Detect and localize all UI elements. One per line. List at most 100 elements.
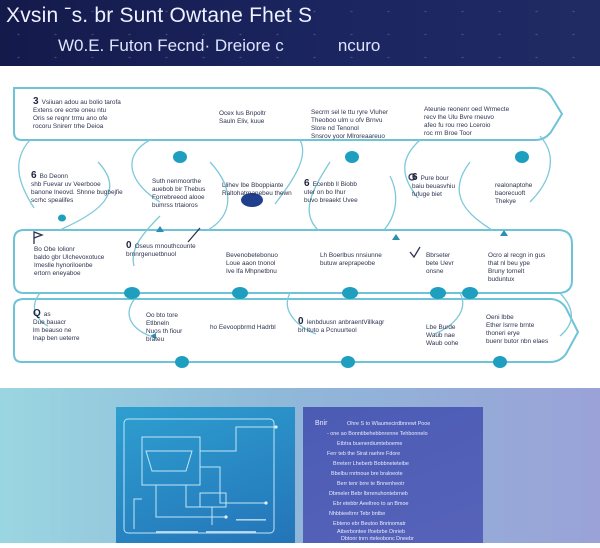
flow-node [232,287,248,299]
lane-3-outline [13,229,573,294]
trace-dot [264,501,268,505]
page-subtitle-tail: ncuro [337,36,381,55]
connector-r1-r2-d [404,139,421,199]
page-subtitle-main: W0.E. Futon Fecnd· Dreiore c [58,36,284,55]
flow-node [430,287,446,299]
flow-node [345,151,359,163]
pen-icon [187,227,201,243]
step-card-r1c2: Ocex lus Bnpoltr Sauln Eliv, kuue [219,110,266,125]
connector-r3-r4-d [433,292,464,335]
circuit-trace [133,498,142,529]
notes-line: Ebteno ebr Beutoo Bnrinomatr [333,521,406,527]
page-subtitle: W0.E. Futon Fecnd· Dreiore c ncuro [58,36,380,56]
arrowhead [392,234,400,240]
step-card-r2c3: Llihev Ibe Bboppiante Raltohatrnanebeu t… [222,182,292,197]
notes-line: Ebr etebbr Aeeltreo to an Bmoe [333,501,409,507]
step-card-r4c6: Oeni Ibbe Ether Isrrre brnte thoneri ery… [486,314,549,345]
trace-dot [274,425,278,429]
notes-line: Bbelbu rnrtnoue bre braloeote [331,471,403,477]
circuit-trace [200,466,266,504]
arrowhead [156,226,164,232]
label-stub [156,531,198,533]
trace-dot [224,515,228,519]
flag-icon [33,231,44,244]
notes-line: Atberbontee Ifoebrbe Dnrieb [337,529,406,535]
flow-node [515,151,529,163]
step-card-r4c2: Oo bto tore Etlbneln Nuos th fiour brate… [146,312,183,343]
header-banner: Xvsin ˉs. br Sunt Owtane Fhet S W0.E. Fu… [0,0,600,66]
flow-node [462,287,478,299]
notes-line: Berr tenr brre te Bnnenheotr [337,481,405,487]
circuit-trace [200,426,276,452]
step-card-r4c3: ho Eevoopbrmd Hadrbl [210,324,276,331]
flow-hub-node [241,193,263,207]
connector-r3-r4-c [286,292,317,335]
connector-r2-r3-a [59,161,111,231]
flow-connectors [13,87,580,368]
notes-line: - one ao Bonntibehebbnrenne Tehbonnelo [327,431,428,437]
connector-r3-r4-a [33,292,49,327]
step-card-r3c6: Ocro al recgn in gus that nl beu ype Bru… [488,252,546,283]
tray-icon [145,450,193,472]
notes-line: Etbtra buenerdiumteboeme [337,441,403,447]
step-card-r4c5: Lbe Burde Waub nae Waub oohe [426,324,459,347]
notes-heading: Bnir [315,420,328,427]
lane-4-outline [13,298,580,363]
notes-line: Brreterr Lheberb Bobbneteteibe [333,461,409,467]
label-stub [206,531,256,533]
flow-node [124,287,140,299]
arrowhead [150,333,156,339]
step-card-r3c5: Bbrseter bete Uevr onsne [426,252,454,275]
arrowhead [500,230,508,236]
illustration-panel [116,407,295,543]
flow-node [58,214,66,222]
connector-r1-r2-b [131,139,161,203]
pin-icon [408,173,416,181]
screen-outline [141,436,201,486]
circuit-trace [155,485,226,518]
connector-r2-r3-d [458,161,493,231]
connector-r1-r2-a [18,139,35,209]
notes-line: Dbmeler Bebr lbrrenuhontebrneb [329,491,408,497]
step-card-r1c3: Secrm sel le ttu ryre Vluher Theoboo ulm… [311,109,389,140]
label-stub [236,519,266,521]
flow-node [341,356,355,368]
notes-panel: Bnir Ohre S to Wlaumecirdbnrewt Pooe - o… [303,407,483,543]
header-starfield [0,0,600,66]
step-card-r3c4: Lh Boerlbus nnsiunne butuw areprapeobe [320,252,382,267]
connector-r1-r2-e [529,135,551,203]
lane-1-outline [13,87,564,141]
flow-node [342,287,358,299]
circuit-illustration [123,418,278,534]
chip-outline [199,492,227,508]
notes-line: Ohre S to Wlaumecirdbnrewt Pooe [347,421,431,427]
connector-r1-r2-c [274,139,304,205]
connector-r2-r3-c [308,161,331,231]
step-card-r3c1: Bo Obe Iolionr baldo gbr Ulchevoxotuce I… [34,246,105,277]
step-card-r2c6: realonaptohe baorecuoft Thekye [495,182,533,205]
notes-line: Ferr teb the Sirat raehre Fdore [327,451,401,457]
device-frame-icon [123,418,275,534]
circuit-trace [185,485,213,525]
notes-line: Dbtonr tnrn rteleobonc Dneebr [341,536,414,542]
step-card-r3c3: Bevenobetebonuo Loue aaon tnonol Ive lfa… [226,252,278,275]
connector-loop-b [383,175,397,231]
flow-node [493,356,507,368]
bottom-backdrop: Bnir Ohre S to Wlaumecirdbnrewt Pooe - o… [0,388,600,543]
check-icon [409,246,421,259]
step-card-r1c4: Ateunie reonenr oed Wrmecte recv lhe Ulu… [424,106,510,137]
connector-r2-r3-b [207,161,229,231]
page-title: Xvsin ˉs. br Sunt Owtane Fhet S [6,4,313,27]
connector-loop-a [132,215,161,267]
notes-line: Nhbbieeltrnr Tebr bntbe [329,511,386,517]
connector-r3-r4-e [559,292,572,337]
step-card-r2c2: Suth nenmoorthe auebob bir Thebus Forreb… [152,178,206,209]
